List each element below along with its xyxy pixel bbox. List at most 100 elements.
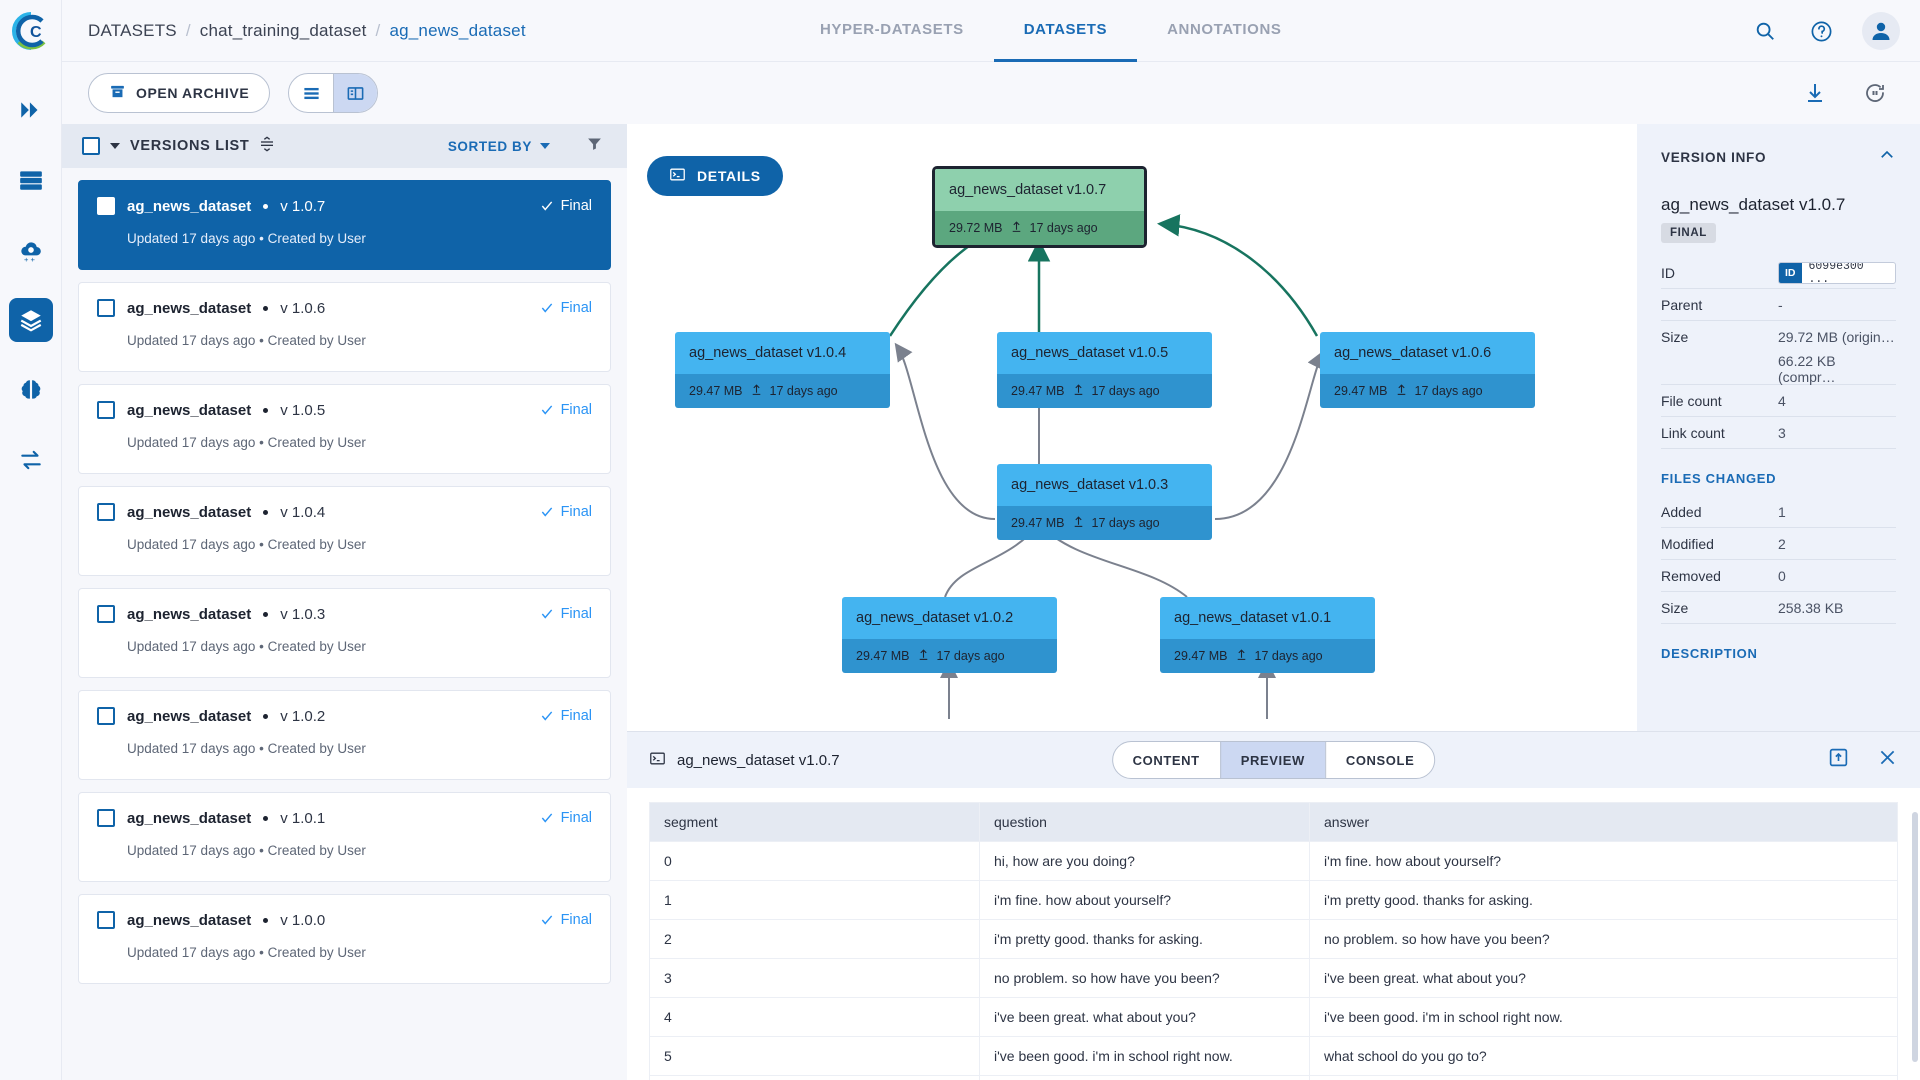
select-all-checkbox[interactable] <box>82 137 100 155</box>
status-badge: Final <box>540 708 592 724</box>
info-row-size: Size 29.72 MB (origin… <box>1661 321 1896 353</box>
collapse-rows-icon[interactable] <box>259 136 275 157</box>
node-size: 29.47 MB <box>856 649 910 663</box>
app-logo[interactable]: C <box>0 0 62 62</box>
tab-annotations[interactable]: ANNOTATIONS <box>1167 21 1282 38</box>
id-chip[interactable]: ID 6099e300 ... <box>1778 261 1896 284</box>
cloud-settings-icon[interactable]: + + <box>9 228 53 272</box>
table-row[interactable]: 4 i've been great. what about you? i've … <box>649 997 1898 1037</box>
version-checkbox[interactable] <box>97 197 115 215</box>
list-view-icon[interactable] <box>289 74 333 112</box>
version-card[interactable]: ag_news_dataset v 1.0.4 Final Updated 17… <box>78 486 611 576</box>
pipelines-icon[interactable] <box>9 88 53 132</box>
table-row[interactable]: 3 no problem. so how have you been? i've… <box>649 958 1898 998</box>
preview-table-wrapper[interactable]: segment question answer 0 hi, how are yo… <box>627 788 1920 1080</box>
info-value: 66.22 KB (compr… <box>1778 352 1836 385</box>
details-button[interactable]: DETAILS <box>647 156 783 196</box>
breadcrumb-parent[interactable]: chat_training_dataset <box>199 20 367 40</box>
split-view-icon[interactable] <box>333 74 378 112</box>
breadcrumb-current[interactable]: ag_news_dataset <box>389 20 526 40</box>
version-checkbox[interactable] <box>97 401 115 419</box>
chevron-up-icon[interactable] <box>1878 146 1896 169</box>
info-value: 1 <box>1778 503 1786 520</box>
preview-scrollbar[interactable] <box>1912 812 1918 1062</box>
close-icon[interactable] <box>1877 747 1898 773</box>
table-row[interactable]: 0 hi, how are you doing? i'm fine. how a… <box>649 841 1898 881</box>
sorted-by-label: SORTED BY <box>447 138 532 154</box>
tab-content[interactable]: CONTENT <box>1132 752 1200 768</box>
final-badge: FINAL <box>1661 223 1716 243</box>
version-checkbox[interactable] <box>97 707 115 725</box>
sorted-by-dropdown[interactable]: SORTED BY <box>448 139 550 154</box>
tab-preview[interactable]: PREVIEW <box>1219 742 1325 778</box>
breadcrumb-root[interactable]: DATASETS <box>88 20 177 40</box>
graph-node-v1-0-7[interactable]: ag_news_dataset v1.0.7 29.72 MB 17 days … <box>932 166 1147 248</box>
version-graph[interactable]: DETAILS <box>627 124 1637 731</box>
graph-node-v1-0-5[interactable]: ag_news_dataset v1.0.5 29.47 MB 17 days … <box>997 332 1212 408</box>
version-card[interactable]: ag_news_dataset v 1.0.6 Final Updated 17… <box>78 282 611 372</box>
table-row[interactable]: 1 i'm fine. how about yourself? i'm pret… <box>649 880 1898 920</box>
cell-answer: i go to pcc. <box>1309 1075 1898 1080</box>
version-checkbox[interactable] <box>97 809 115 827</box>
version-info-panel: VERSION INFO ag_news_dataset v1.0.7 FINA… <box>1637 124 1920 731</box>
version-checkbox[interactable] <box>97 911 115 929</box>
svg-text:+ +: + + <box>23 255 35 263</box>
open-archive-button[interactable]: OPEN ARCHIVE <box>88 73 271 113</box>
separator-dot <box>263 407 269 413</box>
tab-console[interactable]: CONSOLE <box>1324 742 1434 778</box>
graph-node-meta: 29.47 MB 17 days ago <box>675 374 890 408</box>
table-row[interactable]: 2 i'm pretty good. thanks for asking. no… <box>649 919 1898 959</box>
status-label: Final <box>560 300 592 316</box>
separator-dot <box>263 203 269 209</box>
preview-panel-title: ag_news_dataset v1.0.7 <box>649 750 840 771</box>
cell-answer: i'm pretty good. thanks for asking. <box>1309 880 1898 920</box>
left-nav-rail: + + <box>0 62 62 1080</box>
version-checkbox[interactable] <box>97 503 115 521</box>
version-card[interactable]: ag_news_dataset v 1.0.1 Final Updated 17… <box>78 792 611 882</box>
tab-datasets[interactable]: DATASETS <box>993 0 1138 62</box>
graph-node-v1-0-4[interactable]: ag_news_dataset v1.0.4 29.47 MB 17 days … <box>675 332 890 408</box>
graph-node-v1-0-1[interactable]: ag_news_dataset v1.0.1 29.47 MB 17 days … <box>1160 597 1375 673</box>
version-checkbox[interactable] <box>97 605 115 623</box>
cell-question: what school do you go to? <box>979 1075 1310 1080</box>
help-icon[interactable] <box>1806 16 1836 46</box>
table-row[interactable]: 6 what school do you go to? i go to pcc. <box>649 1075 1898 1080</box>
version-card[interactable]: ag_news_dataset v 1.0.3 Final Updated 17… <box>78 588 611 678</box>
node-age: 17 days ago <box>936 649 1005 663</box>
cell-answer: i'm fine. how about yourself? <box>1309 841 1898 881</box>
status-badge: Final <box>540 912 592 928</box>
graph-node-v1-0-2[interactable]: ag_news_dataset v1.0.2 29.47 MB 17 days … <box>842 597 1057 673</box>
version-card[interactable]: ag_news_dataset v 1.0.7 Final Updated 17… <box>78 180 611 270</box>
brain-icon[interactable] <box>9 368 53 412</box>
avatar[interactable] <box>1862 12 1900 50</box>
refresh-icon[interactable] <box>1860 78 1890 108</box>
version-card[interactable]: ag_news_dataset v 1.0.5 Final Updated 17… <box>78 384 611 474</box>
table-row[interactable]: 5 i've been good. i'm in school right no… <box>649 1036 1898 1076</box>
graph-node-title: ag_news_dataset v1.0.5 <box>997 332 1212 374</box>
tab-hyper-datasets[interactable]: HYPER-DATASETS <box>820 21 964 38</box>
search-icon[interactable] <box>1750 16 1780 46</box>
graph-node-v1-0-6[interactable]: ag_news_dataset v1.0.6 29.47 MB 17 days … <box>1320 332 1535 408</box>
version-card[interactable]: ag_news_dataset v 1.0.2 Final Updated 17… <box>78 690 611 780</box>
column-header-question[interactable]: question <box>979 802 1310 842</box>
info-key: Link count <box>1661 424 1725 441</box>
chevron-down-icon[interactable] <box>110 143 120 149</box>
version-checkbox[interactable] <box>97 299 115 317</box>
graph-node-v1-0-3[interactable]: ag_news_dataset v1.0.3 29.47 MB 17 days … <box>997 464 1212 540</box>
datasets-layers-icon[interactable] <box>8 298 53 342</box>
main-tabs: HYPER-DATASETS DATASETS ANNOTATIONS <box>790 0 1311 62</box>
maximize-icon[interactable] <box>1828 747 1849 773</box>
filter-icon[interactable] <box>586 135 603 157</box>
compare-icon[interactable] <box>9 438 53 482</box>
graph-node-meta: 29.47 MB 17 days ago <box>997 374 1212 408</box>
column-header-segment[interactable]: segment <box>649 802 980 842</box>
info-value[interactable]: ID 6099e300 ... <box>1778 261 1896 284</box>
graph-node-meta: 29.47 MB 17 days ago <box>1320 374 1535 408</box>
version-card[interactable]: ag_news_dataset v 1.0.0 Final Updated 17… <box>78 894 611 984</box>
versions-list[interactable]: ag_news_dataset v 1.0.7 Final Updated 17… <box>62 168 627 1080</box>
graph-node-title: ag_news_dataset v1.0.1 <box>1160 597 1375 639</box>
column-header-answer[interactable]: answer <box>1309 802 1898 842</box>
server-icon[interactable] <box>9 158 53 202</box>
download-icon[interactable] <box>1800 78 1830 108</box>
preview-table: segment question answer 0 hi, how are yo… <box>649 802 1898 1080</box>
